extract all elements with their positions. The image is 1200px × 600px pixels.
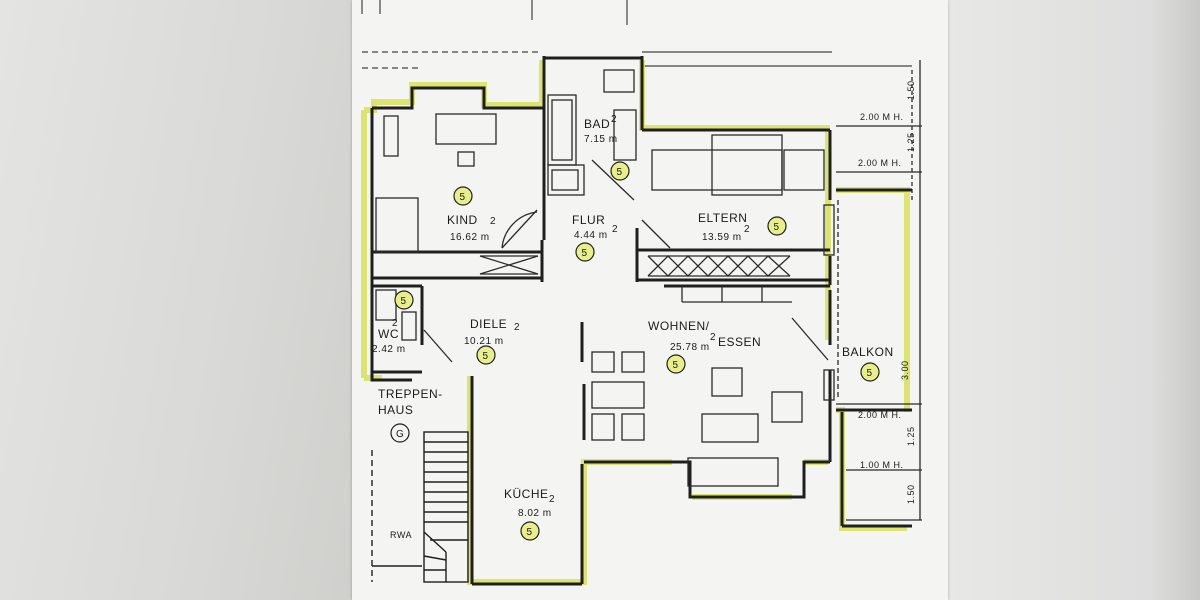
wohnen-label: WOHNEN/ bbox=[648, 319, 710, 333]
wc-sup: 2 bbox=[392, 318, 398, 329]
kueche-marker-label: 5 bbox=[527, 527, 533, 538]
walls bbox=[370, 56, 912, 586]
dim-2: 1.25 bbox=[906, 132, 916, 152]
diele-sup: 2 bbox=[514, 322, 520, 333]
dim-6: 2.00 M H. bbox=[858, 410, 902, 420]
kind-marker-label: 5 bbox=[460, 192, 466, 203]
dim-9: 1.50 bbox=[906, 484, 916, 504]
rwa-label: RWA bbox=[390, 530, 412, 540]
kind-area: 16.62 m bbox=[450, 232, 490, 243]
kind-sup: 2 bbox=[490, 216, 496, 227]
dim-4: 2.00 M H. bbox=[858, 158, 902, 168]
staircase bbox=[371, 431, 469, 583]
dim-8: 1.00 M H. bbox=[860, 460, 904, 470]
eltern-marker bbox=[767, 216, 787, 236]
dim-1: 1.50 bbox=[906, 80, 916, 100]
diele-marker bbox=[476, 345, 496, 365]
flur-marker-label: 5 bbox=[582, 248, 588, 259]
flur-area: 4.44 m bbox=[574, 230, 608, 241]
wohnen-marker-label: 5 bbox=[673, 360, 679, 371]
kind-label: KIND bbox=[447, 213, 478, 227]
treppenhaus-label: TREPPEN- bbox=[378, 387, 443, 401]
kueche-area: 8.02 m bbox=[518, 508, 552, 519]
dim-3: 2.00 M H. bbox=[860, 112, 904, 122]
wc-marker bbox=[394, 290, 414, 310]
treppenhaus-marker-label: G bbox=[396, 429, 404, 440]
room-markers bbox=[390, 161, 880, 541]
balkon-label: BALKON bbox=[842, 345, 894, 359]
wohnen-marker bbox=[666, 354, 686, 374]
bad-area: 7.15 m bbox=[584, 134, 618, 145]
top-edge-lines bbox=[361, 0, 912, 69]
kueche-marker bbox=[520, 521, 540, 541]
eltern-marker-label: 5 bbox=[774, 222, 780, 233]
dim-5: 3.00 bbox=[900, 360, 910, 380]
eltern-area: 13.59 m bbox=[702, 232, 742, 243]
wohnen-sup: 2 bbox=[710, 332, 716, 343]
background-right bbox=[945, 0, 1200, 600]
balkon-marker bbox=[860, 362, 880, 382]
bad-label: BAD bbox=[584, 117, 610, 131]
bad-marker-label: 5 bbox=[617, 167, 623, 178]
dim-7: 1.25 bbox=[906, 426, 916, 446]
wc-area: 2.42 m bbox=[372, 344, 406, 355]
detail-lines bbox=[375, 60, 922, 521]
floor-plan: KIND 2 16.62 m BAD 2 7.15 m FLUR 4.44 m … bbox=[361, 0, 922, 586]
eltern-label: ELTERN bbox=[698, 211, 747, 225]
background-left bbox=[0, 0, 360, 600]
flur-label: FLUR bbox=[572, 213, 605, 227]
balkon-marker-label: 5 bbox=[867, 368, 873, 379]
treppenhaus-marker bbox=[390, 423, 410, 443]
diele-marker-label: 5 bbox=[483, 351, 489, 362]
essen-label: ESSEN bbox=[718, 335, 761, 349]
room-marker-labels: 5 5 5 5 5 5 5 5 G 5 bbox=[396, 167, 873, 538]
kueche-label: KÜCHE bbox=[504, 487, 549, 501]
wohnen-area: 25.78 m bbox=[670, 342, 710, 353]
kind-marker bbox=[453, 186, 473, 206]
kueche-sup: 2 bbox=[549, 494, 555, 505]
bad-marker bbox=[610, 161, 630, 181]
flur-marker bbox=[575, 242, 595, 262]
diele-area: 10.21 m bbox=[464, 336, 504, 347]
floor-plan-sheet: KIND 2 16.62 m BAD 2 7.15 m FLUR 4.44 m … bbox=[352, 0, 948, 600]
eltern-sup: 2 bbox=[744, 224, 750, 235]
wc-marker-label: 5 bbox=[401, 296, 407, 307]
wc-label: WC bbox=[378, 327, 399, 341]
treppenhaus-label-2: HAUS bbox=[378, 403, 413, 417]
bad-sup: 2 bbox=[611, 114, 617, 125]
diele-label: DIELE bbox=[470, 317, 507, 331]
flur-sup: 2 bbox=[612, 224, 618, 235]
